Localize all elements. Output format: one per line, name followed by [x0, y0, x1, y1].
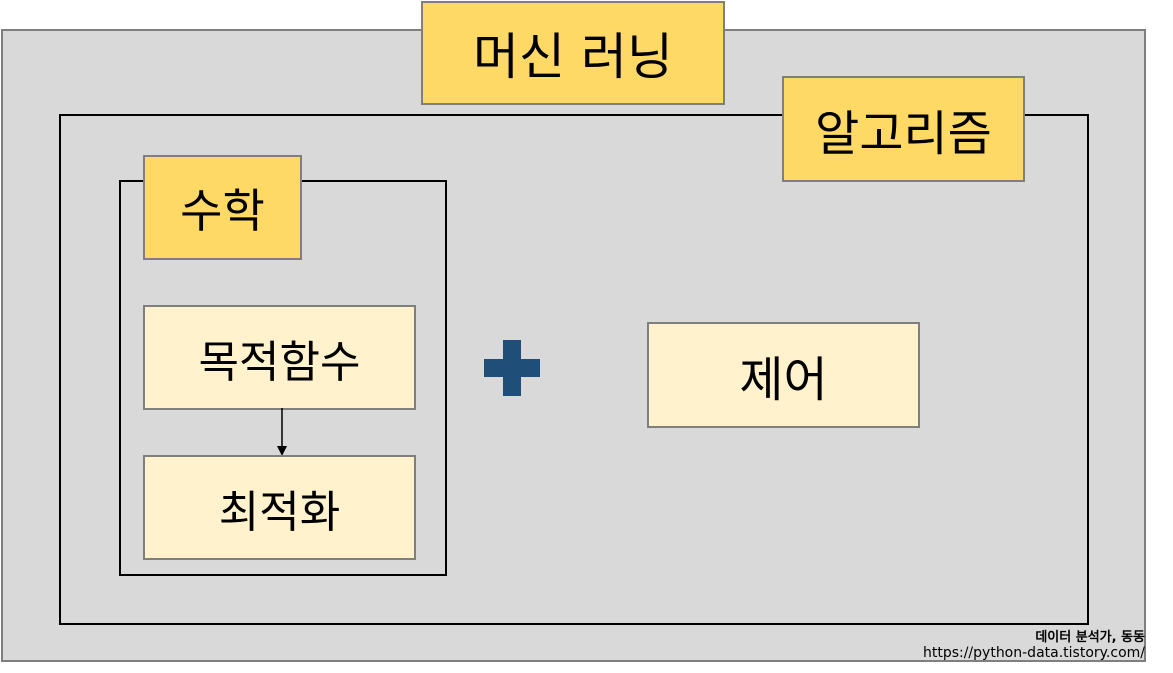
- objective-function-text: 목적함수: [198, 336, 361, 388]
- algorithm-title-text: 알고리즘: [815, 106, 992, 162]
- optimization-text: 최적화: [218, 486, 341, 538]
- math-title-text: 수학: [180, 183, 265, 238]
- machine-learning-title-text: 머신 러닝: [473, 28, 673, 86]
- optimization-box: 최적화: [143, 455, 416, 560]
- objective-function-box: 목적함수: [143, 305, 416, 410]
- math-title: 수학: [143, 155, 302, 260]
- arrow-down-icon: [277, 408, 287, 456]
- plus-horizontal-bar: [484, 359, 540, 377]
- algorithm-title: 알고리즘: [782, 76, 1025, 182]
- algorithm-frame: [59, 114, 1089, 625]
- credit-text: 데이터 분석가, 동동: [1035, 630, 1145, 645]
- source-url[interactable]: https://python-data.tistory.com/: [922, 645, 1145, 661]
- machine-learning-title: 머신 러닝: [421, 1, 725, 105]
- plus-icon: [484, 340, 540, 396]
- control-box: 제어: [647, 322, 920, 428]
- control-text: 제어: [739, 352, 828, 408]
- arrow-head: [277, 446, 287, 456]
